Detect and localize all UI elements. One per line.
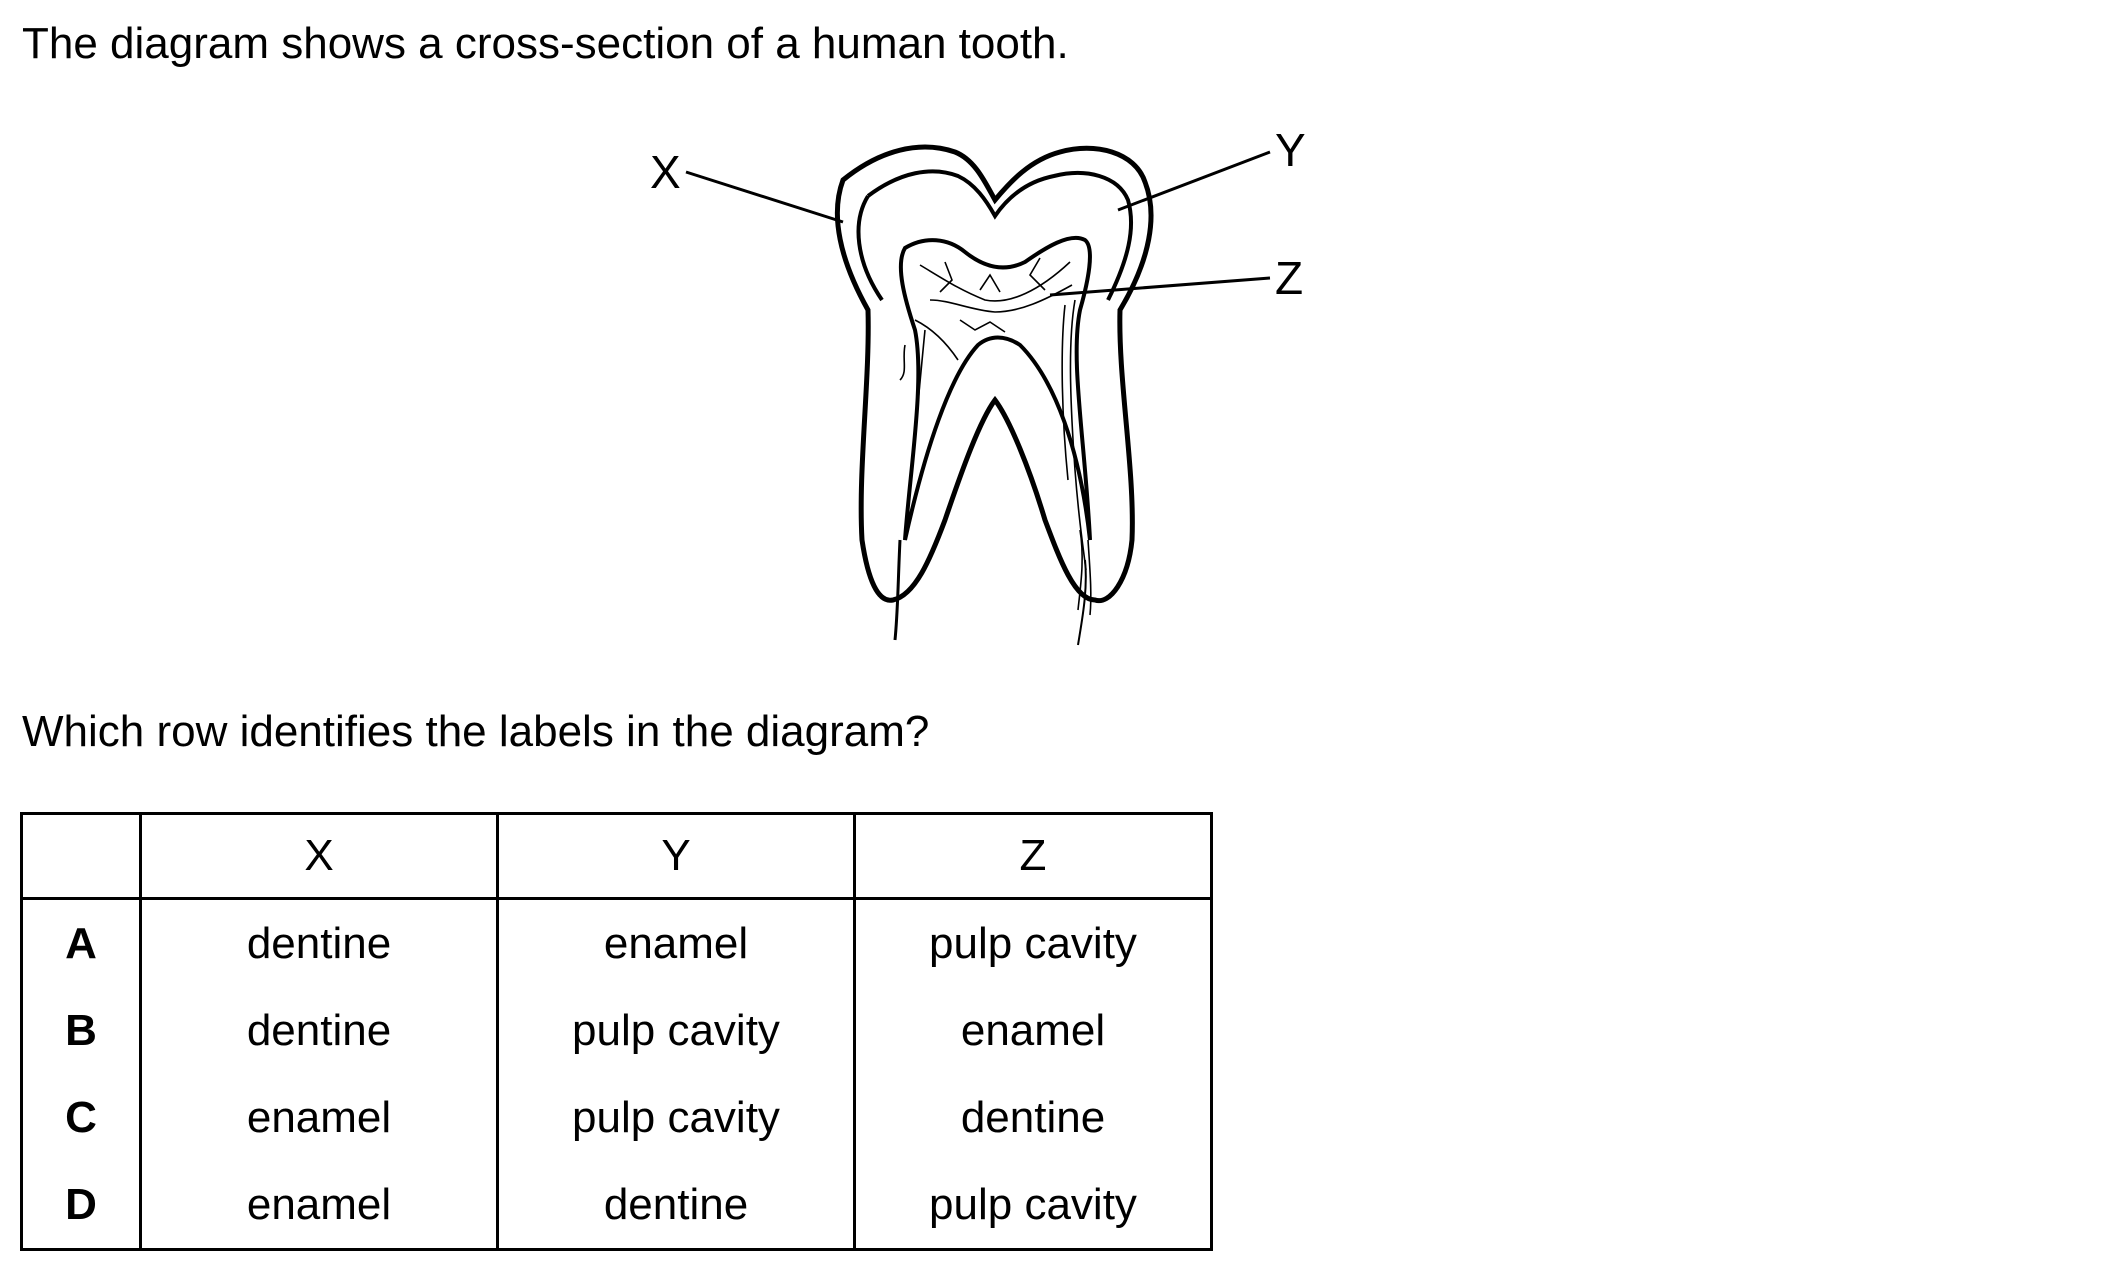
- answer-table: X Y Z A dentine enamel pulp cavity B den…: [20, 812, 1213, 1251]
- table-row[interactable]: C enamel pulp cavity dentine: [20, 1074, 1213, 1161]
- right-root-nerve: [1077, 559, 1087, 646]
- cell-z: pulp cavity: [853, 898, 1213, 987]
- label-z: Z: [1275, 252, 1303, 304]
- table-header-row: X Y Z: [20, 812, 1213, 900]
- label-y-leader: [1117, 150, 1271, 212]
- question-text: Which row identifies the labels in the d…: [22, 707, 930, 756]
- cell-z: enamel: [853, 987, 1213, 1074]
- cell-y: enamel: [496, 898, 856, 987]
- cell-x: enamel: [139, 1161, 499, 1251]
- cell-y: pulp cavity: [496, 987, 856, 1074]
- row-key[interactable]: C: [20, 1074, 142, 1161]
- cell-z: dentine: [853, 1074, 1213, 1161]
- cell-y: dentine: [496, 1161, 856, 1251]
- header-x: X: [139, 812, 499, 900]
- header-y: Y: [496, 812, 856, 900]
- label-x-leader: [685, 170, 844, 224]
- enamel-dentine-boundary-left: [856, 194, 884, 302]
- intro-text: The diagram shows a cross-section of a h…: [22, 19, 1069, 68]
- label-x: X: [650, 146, 681, 198]
- tooth-diagram: X Y Z: [650, 124, 1306, 646]
- row-key[interactable]: A: [20, 898, 142, 987]
- label-y: Y: [1275, 124, 1306, 176]
- label-z-leader: [1049, 276, 1271, 297]
- row-key[interactable]: D: [20, 1161, 142, 1251]
- cell-x: dentine: [139, 898, 499, 987]
- row-key[interactable]: B: [20, 987, 142, 1074]
- cell-x: dentine: [139, 987, 499, 1074]
- cell-z: pulp cavity: [853, 1161, 1213, 1251]
- left-root-nerve: [893, 539, 902, 641]
- table-row[interactable]: B dentine pulp cavity enamel: [20, 987, 1213, 1074]
- table-row[interactable]: A dentine enamel pulp cavity: [20, 898, 1213, 987]
- cell-y: pulp cavity: [496, 1074, 856, 1161]
- enamel-dentine-boundary: [866, 169, 1134, 301]
- header-key: [20, 812, 142, 900]
- cell-x: enamel: [139, 1074, 499, 1161]
- header-z: Z: [853, 812, 1213, 900]
- pulp-vessels: [899, 257, 1092, 616]
- table-row[interactable]: D enamel dentine pulp cavity: [20, 1161, 1213, 1251]
- tooth-outer-outline: [834, 144, 1154, 604]
